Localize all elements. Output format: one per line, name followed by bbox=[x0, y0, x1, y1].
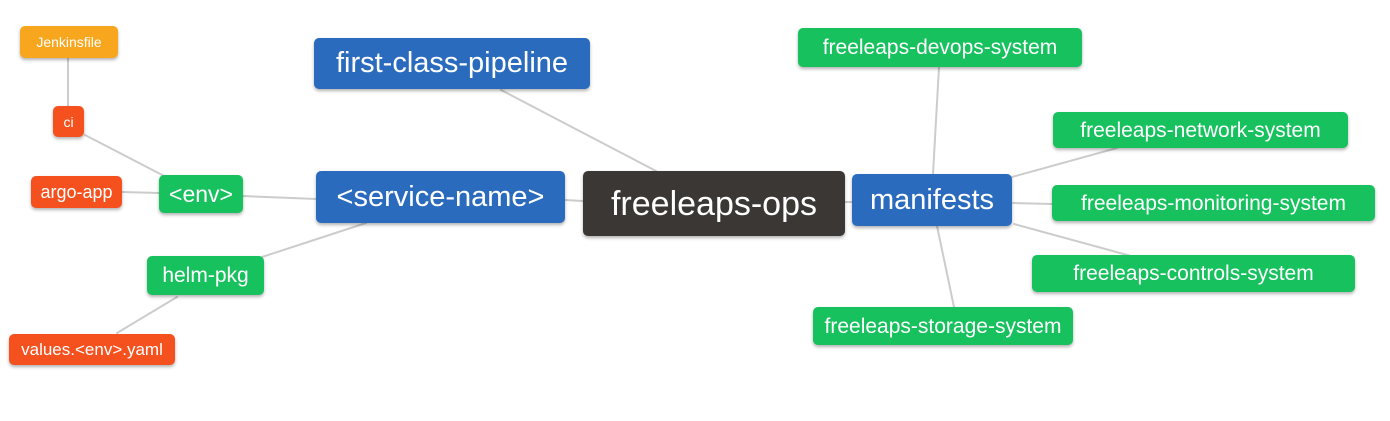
edge-argo-app-to-env bbox=[121, 191, 160, 194]
node-manifests[interactable]: manifests bbox=[852, 174, 1012, 226]
edge-manifests-to-freeleaps-monitoring-system bbox=[1012, 202, 1053, 205]
edge-values-env-yaml-to-helm-pkg bbox=[116, 296, 178, 334]
node-label: <service-name> bbox=[336, 180, 545, 213]
node-jenkinsfile[interactable]: Jenkinsfile bbox=[20, 26, 118, 58]
node-label: freeleaps-ops bbox=[610, 184, 817, 223]
edge-service-name-to-freeleaps-ops bbox=[564, 199, 584, 202]
node-service-name[interactable]: <service-name> bbox=[316, 171, 565, 223]
node-label: Jenkinsfile bbox=[36, 34, 102, 50]
node-label: argo-app bbox=[40, 182, 113, 202]
node-label: manifests bbox=[869, 183, 995, 216]
node-label: values.<env>.yaml bbox=[21, 340, 163, 359]
node-freeleaps-monitoring-system[interactable]: freeleaps-monitoring-system bbox=[1052, 185, 1375, 221]
edge-first-class-pipeline-to-freeleaps-ops bbox=[500, 89, 657, 172]
node-freeleaps-storage-system[interactable]: freeleaps-storage-system bbox=[813, 307, 1073, 345]
node-label: freeleaps-network-system bbox=[1080, 118, 1321, 142]
node-helm-pkg[interactable]: helm-pkg bbox=[147, 256, 264, 295]
node-label: freeleaps-controls-system bbox=[1073, 262, 1314, 285]
edge-manifests-to-freeleaps-devops-system bbox=[932, 66, 940, 175]
node-freeleaps-network-system[interactable]: freeleaps-network-system bbox=[1053, 112, 1348, 148]
node-label: helm-pkg bbox=[162, 264, 249, 287]
node-label: ci bbox=[63, 113, 74, 130]
node-label: <env> bbox=[169, 180, 233, 207]
node-label: freeleaps-devops-system bbox=[822, 36, 1058, 59]
edge-env-to-service-name bbox=[242, 195, 317, 200]
node-label: freeleaps-monitoring-system bbox=[1081, 191, 1346, 215]
node-argo-app[interactable]: argo-app bbox=[31, 176, 122, 208]
edge-helm-pkg-to-service-name bbox=[261, 222, 367, 258]
node-freeleaps-devops-system[interactable]: freeleaps-devops-system bbox=[798, 28, 1082, 67]
edge-manifests-to-freeleaps-storage-system bbox=[936, 225, 955, 308]
edge-manifests-to-freeleaps-network-system bbox=[1011, 147, 1118, 178]
node-values-env-yaml[interactable]: values.<env>.yaml bbox=[9, 334, 175, 365]
node-label: first-class-pipeline bbox=[335, 47, 569, 79]
node-ci[interactable]: ci bbox=[53, 106, 84, 137]
node-freeleaps-controls-system[interactable]: freeleaps-controls-system bbox=[1032, 255, 1355, 292]
node-freeleaps-ops[interactable]: freeleaps-ops bbox=[583, 171, 845, 236]
node-first-class-pipeline[interactable]: first-class-pipeline bbox=[314, 38, 590, 89]
edge-manifests-to-freeleaps-controls-system bbox=[1013, 223, 1132, 257]
node-env[interactable]: <env> bbox=[159, 175, 243, 213]
node-label: freeleaps-storage-system bbox=[824, 314, 1062, 338]
edge-ci-to-env bbox=[84, 134, 167, 178]
